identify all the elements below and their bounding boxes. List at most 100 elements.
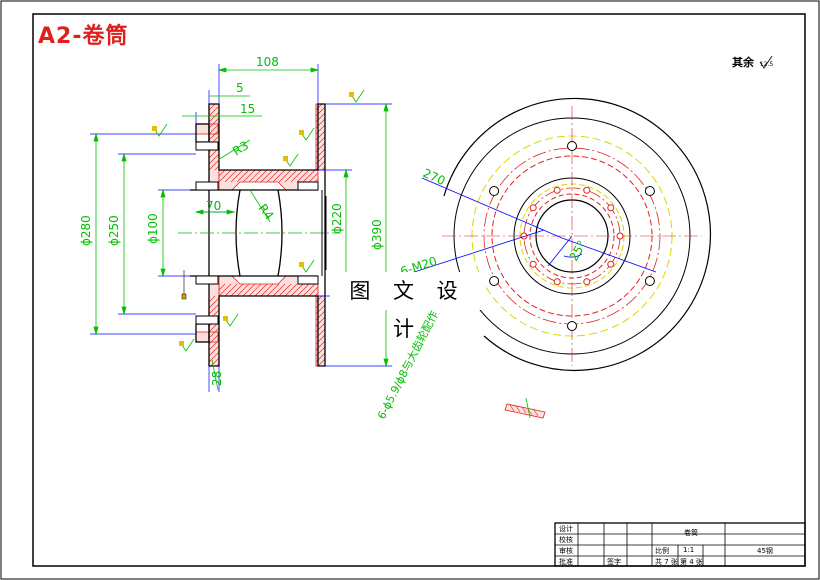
dim-70: 70 <box>206 199 221 213</box>
bolt-hole-circle <box>616 232 624 240</box>
hatch-shoulder-top <box>195 123 219 135</box>
hatch-line <box>208 103 216 111</box>
hatch-line <box>224 283 238 297</box>
dim-dia-100: ϕ100 <box>146 213 160 244</box>
bolt-hole-circle <box>583 186 591 194</box>
hatch-line <box>208 297 220 309</box>
hatch-line <box>260 283 274 297</box>
end-view <box>401 97 711 372</box>
section-view <box>178 103 340 367</box>
dimension-texts: 108 5 15 R3 R4 70 ϕ280 ϕ250 ϕ100 ϕ220 ϕ3… <box>79 55 384 386</box>
inner-bolt-holes <box>520 186 624 286</box>
hatch-line <box>290 283 304 297</box>
tb-check: 校核 <box>559 536 573 544</box>
tb-scale-value: 1:1 <box>683 546 695 554</box>
bolt-hole-circle <box>489 186 500 196</box>
hatch-line <box>224 169 238 183</box>
hatch-line <box>236 169 250 183</box>
hatch-line <box>302 169 316 183</box>
drawing-title: A2-卷筒 <box>38 24 129 49</box>
hatch-line <box>218 283 232 297</box>
tb-part-name: 卷筒 <box>684 529 698 537</box>
hatch-line <box>214 165 220 171</box>
tb-approve: 批准 <box>559 558 573 566</box>
hatch-line <box>208 345 220 357</box>
section-outline <box>208 103 326 367</box>
hatch-line <box>208 351 220 363</box>
hatch-line <box>208 159 220 171</box>
hatch-line <box>230 283 244 297</box>
hatch-line <box>296 169 310 183</box>
hatch-line <box>254 169 268 183</box>
roughness-symbols <box>152 55 773 352</box>
hatch-line <box>317 358 326 367</box>
bolt-hole-circle <box>489 276 500 286</box>
sheet-inner-border <box>32 13 806 567</box>
hatch-line <box>218 169 226 177</box>
bolt-hole-circle <box>644 276 655 286</box>
hatch-line <box>208 117 220 129</box>
bolt-hole-b <box>195 181 219 191</box>
hatch-line <box>208 333 220 345</box>
tb-sheet-no: 第 4 张 <box>680 558 703 566</box>
hatch-line <box>266 283 280 297</box>
leader-holes <box>561 237 657 273</box>
bolt-hole-circle <box>529 260 537 268</box>
hatch-line <box>242 283 256 297</box>
leader-angle <box>547 235 573 267</box>
bolt-hole-circle <box>644 186 655 196</box>
roughness-note-text: 其余 <box>732 56 754 69</box>
outer-arc <box>443 97 711 372</box>
hatch-line <box>208 295 216 303</box>
tb-scale-label: 比例 <box>655 547 669 555</box>
bolt-hole-c <box>195 275 219 285</box>
hatch-line <box>272 169 286 183</box>
hatch-line <box>208 123 220 135</box>
hatch-shoulder-bottom <box>195 331 219 343</box>
hatch-line <box>208 339 220 351</box>
dimension-lines <box>93 67 389 391</box>
dim-28: 28 <box>210 371 224 386</box>
hatch-line <box>284 283 298 297</box>
hatch-line <box>208 129 220 141</box>
dim-dia-220: ϕ220 <box>330 203 344 234</box>
hatch-line <box>218 169 232 183</box>
dim-108: 108 <box>256 55 279 69</box>
outer-bolt-holes <box>489 141 655 331</box>
hatch-line <box>208 327 220 339</box>
hatch-line <box>296 283 310 297</box>
hatch-line <box>315 295 323 303</box>
bolt-hole-circle <box>529 204 537 212</box>
tb-material: 45钢 <box>757 547 773 555</box>
dim-25-deg: 25° <box>566 238 589 263</box>
hatch-line <box>266 169 280 183</box>
leader-m20 <box>401 229 545 277</box>
hatch-line <box>242 169 256 183</box>
bolt-hole-circle <box>520 232 528 240</box>
hatch-line <box>302 283 316 297</box>
title-block-grid <box>554 522 806 567</box>
dim-dia-250: ϕ250 <box>107 215 121 246</box>
tb-sheets-total: 共 7 张 <box>655 558 678 566</box>
roughness-note: 其余 12.5 <box>732 54 773 70</box>
hatch-line <box>308 172 319 183</box>
bolt-hole-circle <box>583 278 591 286</box>
dim-dia-280: ϕ280 <box>79 215 93 246</box>
tb-review: 审核 <box>559 547 573 555</box>
hatch-line <box>308 286 319 297</box>
hatch-line <box>208 111 220 123</box>
detail-sketch <box>504 397 546 419</box>
hatch-line <box>208 153 220 165</box>
bolt-hole-circle <box>553 278 561 286</box>
hatch-line <box>208 105 220 117</box>
marker-square <box>181 293 187 300</box>
hatch-line <box>290 169 304 183</box>
dim-270: 270 <box>421 166 448 188</box>
hatch-line <box>278 283 292 297</box>
tb-seal: 签字 <box>607 558 621 566</box>
dim-dia-390: ϕ390 <box>370 219 384 250</box>
bolt-hole-circle <box>607 260 615 268</box>
bolt-hole-circle <box>607 204 615 212</box>
hatch-line <box>278 169 292 183</box>
